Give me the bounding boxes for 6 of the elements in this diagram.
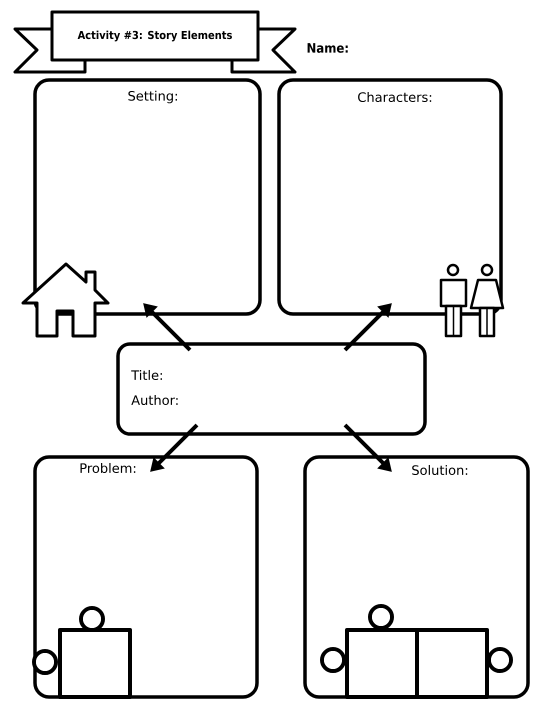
title-box: Title: Author:	[116, 342, 427, 436]
setting-box: Setting:	[33, 78, 262, 316]
banner: Activity #3: Story Elements	[14, 10, 296, 74]
name-label: Name:	[308, 43, 348, 53]
problem-box: Problem:	[33, 455, 259, 699]
characters-box: Characters:	[277, 78, 503, 316]
